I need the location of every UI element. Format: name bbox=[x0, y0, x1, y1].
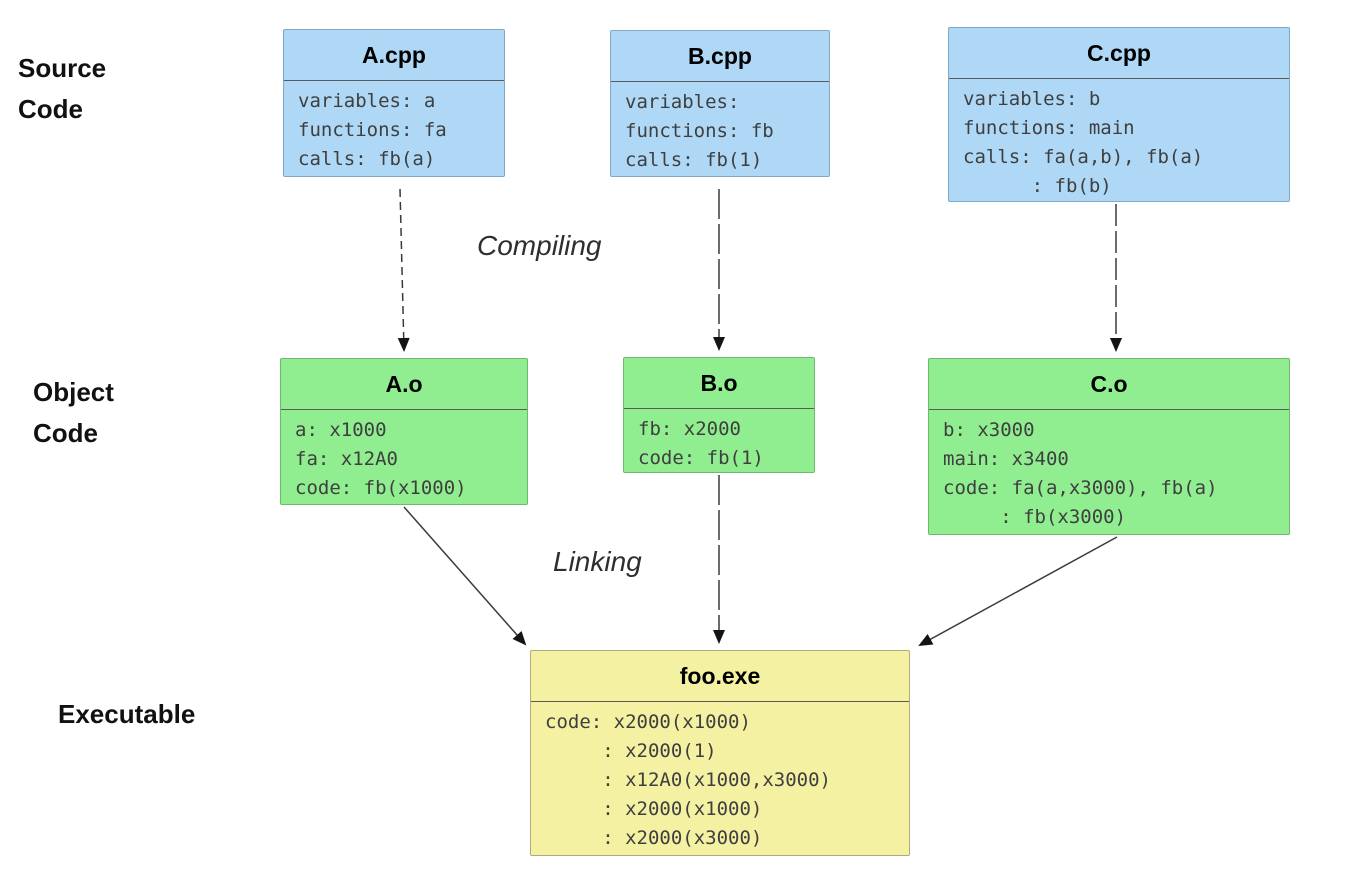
box-c-cpp-body: variables: b functions: main calls: fa(a… bbox=[949, 79, 1289, 201]
link-arrow-c-o-to-foo-exe bbox=[918, 536, 1118, 646]
code-line: b: x3000 bbox=[943, 419, 1035, 441]
stage-label-linking: Linking bbox=[553, 546, 642, 577]
box-c-o-title: C.o bbox=[929, 359, 1289, 410]
code-line: main: x3400 bbox=[943, 448, 1069, 470]
box-b-o-body: fb: x2000 code: fb(1) bbox=[624, 409, 814, 473]
code-line: variables: b bbox=[963, 88, 1101, 110]
code-line: a: x1000 bbox=[295, 419, 387, 441]
code-line: : x12A0(x1000,x3000) bbox=[545, 769, 831, 791]
box-c-o-body: b: x3000 main: x3400 code: fa(a,x3000), … bbox=[929, 410, 1289, 532]
code-line: code: fb(1) bbox=[638, 447, 764, 469]
code-line: functions: main bbox=[963, 117, 1135, 139]
box-foo-exe-body: code: x2000(x1000) : x2000(1) : x12A0(x1… bbox=[531, 702, 909, 853]
box-b-cpp-body: variables: functions: fb calls: fb(1) bbox=[611, 82, 829, 175]
code-line: functions: fb bbox=[625, 120, 774, 142]
box-a-cpp-title: A.cpp bbox=[284, 30, 504, 81]
box-foo-exe: foo.exe code: x2000(x1000) : x2000(1) : … bbox=[530, 650, 910, 856]
box-b-cpp: B.cpp variables: functions: fb calls: fb… bbox=[610, 30, 830, 177]
code-line: variables: bbox=[625, 91, 740, 113]
row-label-executable: Executable bbox=[58, 699, 196, 729]
box-c-cpp: C.cpp variables: b functions: main calls… bbox=[948, 27, 1290, 202]
code-line: variables: a bbox=[298, 90, 436, 112]
box-b-cpp-title: B.cpp bbox=[611, 31, 829, 82]
compile-arrow-a-cpp-to-a-o bbox=[397, 188, 410, 352]
code-line: calls: fb(a) bbox=[298, 148, 436, 170]
stage-label-compiling: Compiling bbox=[477, 230, 602, 261]
code-line: : fb(b) bbox=[963, 175, 1112, 197]
code-line: functions: fa bbox=[298, 119, 447, 141]
link-arrow-a-o-to-foo-exe bbox=[403, 506, 527, 646]
box-a-o: A.o a: x1000 fa: x12A0 code: fb(x1000) bbox=[280, 358, 528, 505]
box-c-cpp-title: C.cpp bbox=[949, 28, 1289, 79]
box-a-cpp-body: variables: a functions: fa calls: fb(a) bbox=[284, 81, 504, 174]
code-line: code: fb(x1000) bbox=[295, 477, 467, 499]
box-b-o-title: B.o bbox=[624, 358, 814, 409]
code-line: code: x2000(x1000) bbox=[545, 711, 751, 733]
box-b-o: B.o fb: x2000 code: fb(1) bbox=[623, 357, 815, 473]
box-foo-exe-title: foo.exe bbox=[531, 651, 909, 702]
code-line: : x2000(x1000) bbox=[545, 798, 763, 820]
code-line: fa: x12A0 bbox=[295, 448, 398, 470]
box-a-o-title: A.o bbox=[281, 359, 527, 410]
box-c-o: C.o b: x3000 main: x3400 code: fa(a,x300… bbox=[928, 358, 1290, 535]
box-a-o-body: a: x1000 fa: x12A0 code: fb(x1000) bbox=[281, 410, 527, 503]
code-line: : fb(x3000) bbox=[943, 506, 1127, 528]
box-a-cpp: A.cpp variables: a functions: fa calls: … bbox=[283, 29, 505, 177]
code-line: : x2000(x3000) bbox=[545, 827, 763, 849]
code-line: code: fa(a,x3000), fb(a) bbox=[943, 477, 1218, 499]
code-line: fb: x2000 bbox=[638, 418, 741, 440]
code-line: : x2000(1) bbox=[545, 740, 717, 762]
code-line: calls: fb(1) bbox=[625, 149, 763, 171]
code-line: calls: fa(a,b), fb(a) bbox=[963, 146, 1204, 168]
